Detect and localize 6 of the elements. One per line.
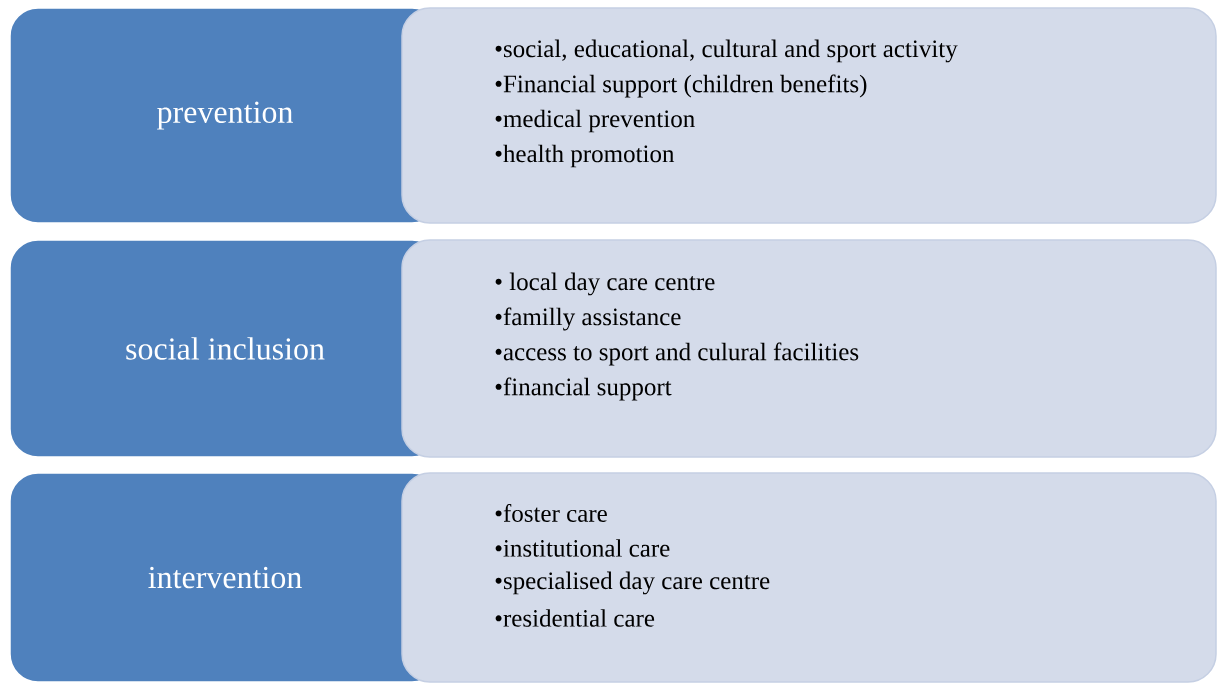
category-box: social inclusion	[9, 239, 441, 458]
item-list-box: • local day care centre •familly assistance •access to sport and culural facilities •financial support	[401, 239, 1217, 458]
category-box: intervention	[9, 472, 441, 683]
item-list-box: •social, educational, cultural and sport activity •Financial support (children benefits) •medical prevention •health promotion	[401, 7, 1217, 224]
item-list-box: •foster care •institutional care •specialised day care centre •residential care	[401, 472, 1217, 683]
category-box: prevention	[9, 7, 441, 224]
